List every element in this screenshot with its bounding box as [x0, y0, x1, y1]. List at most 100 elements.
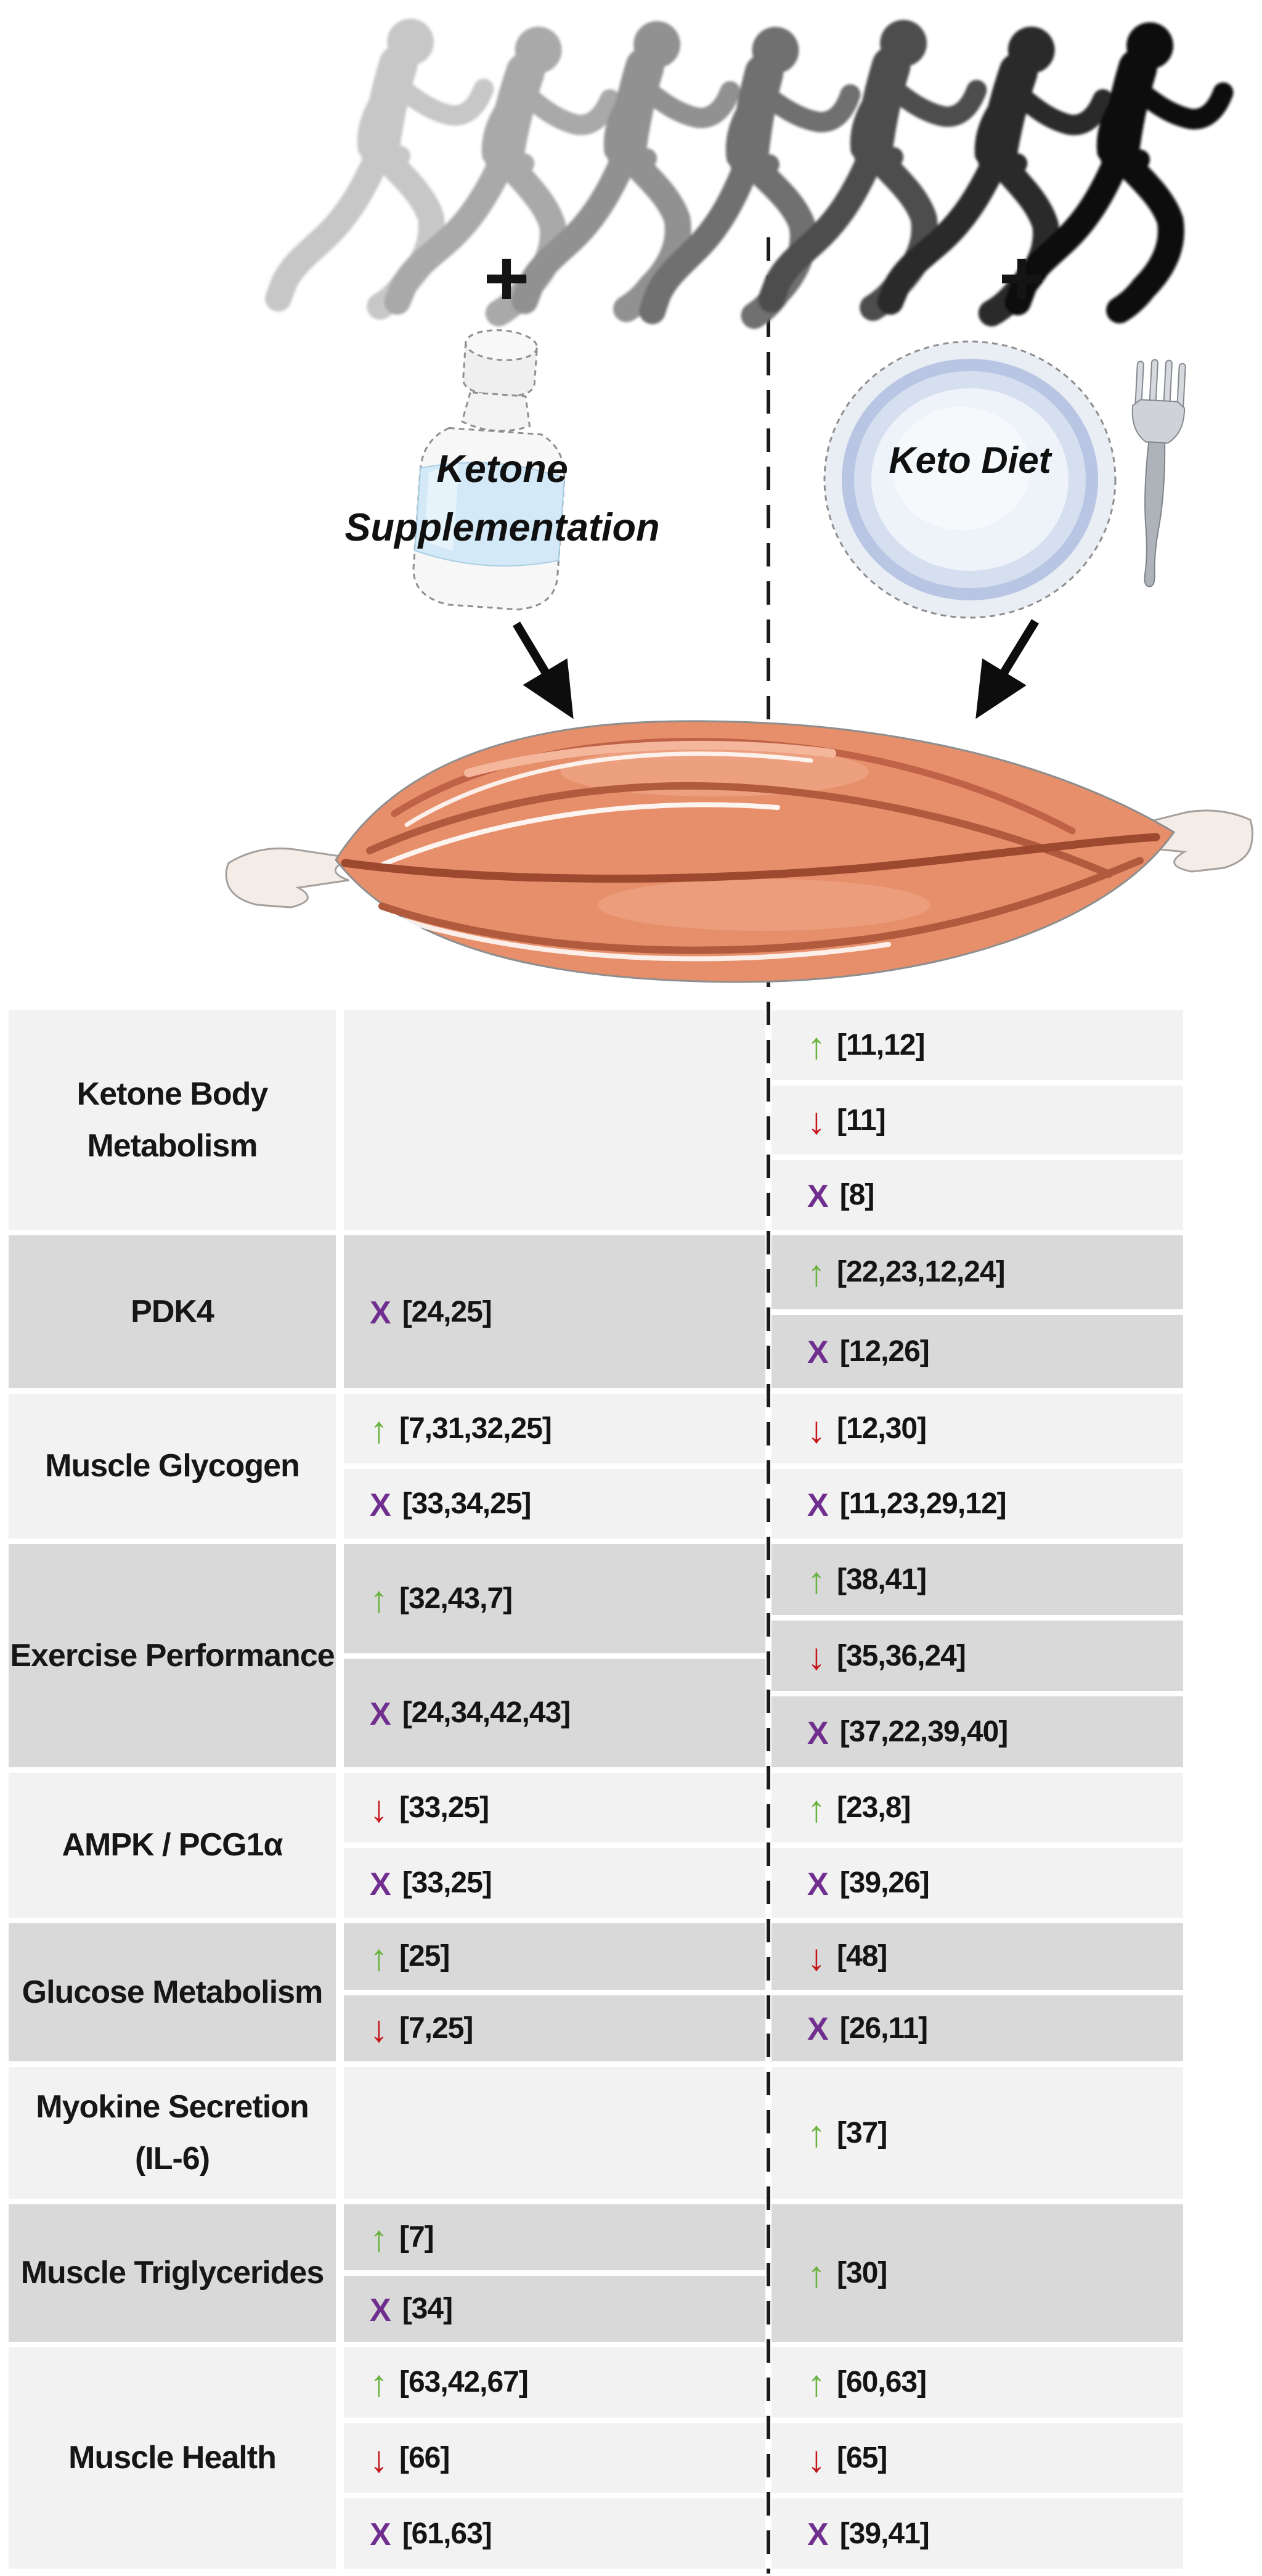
citation-refs: [32,43,7]	[399, 1582, 513, 1615]
entry-cell: ↓[12,30]	[771, 1394, 1183, 1463]
runners-silhouettes	[279, 18, 1223, 319]
entry-cell: ↑[60,63]	[771, 2347, 1183, 2418]
entry-cell: X[39,41]	[771, 2498, 1183, 2569]
x-mark-icon: X	[807, 1178, 829, 1214]
category-cell: Myokine Secretion (IL-6)	[9, 2067, 336, 2199]
up-arrow-icon: ↑	[807, 1788, 826, 1830]
keto-diet-column: ↑ [23,8] X[39,26]	[771, 1773, 1183, 1918]
entry-cell: ↑ [25]	[344, 1923, 765, 1990]
ketone-supplementation-column: ↓[33,25] X [33,25]	[344, 1773, 765, 1918]
x-mark-icon: X	[807, 1487, 829, 1523]
citation-refs: [7]	[399, 2221, 434, 2254]
arrow-left-icon	[512, 621, 574, 719]
keto-diet-column: ↓ [48] X[26,11]	[771, 1923, 1183, 2061]
category-cell: PDK4	[9, 1235, 336, 1388]
citation-refs: [61,63]	[402, 2517, 492, 2550]
citation-refs: [12,26]	[839, 1335, 930, 1368]
citation-refs: [66]	[399, 2442, 450, 2474]
citation-refs: [11,12]	[837, 1028, 925, 1061]
ketone-supplementation-column: ↑[63,42,67]↓[66]X[61,63]	[344, 2347, 765, 2569]
ketone-supplementation-column	[344, 2067, 765, 2199]
citation-refs: [37,22,39,40]	[839, 1715, 1009, 1749]
ketone-supplementation-column: ↑[7,31,32,25]X[33,34,25]	[344, 1394, 765, 1539]
ketone-supplementation-column	[344, 1010, 765, 1230]
up-arrow-icon: ↑	[807, 1025, 826, 1067]
down-arrow-icon: ↓	[807, 2438, 826, 2480]
table-row: Exercise Performance↑[32,43,7]X[24,34,42…	[9, 1544, 1183, 1768]
entry-cell: ↓[33,25]	[344, 1773, 765, 1842]
down-arrow-icon: ↓	[370, 2008, 388, 2050]
citation-refs: [63,42,67]	[399, 2366, 529, 2399]
plus-sign-right: +	[998, 234, 1045, 322]
muscle-icon	[225, 720, 1253, 983]
entry-cell: ↓ [35,36,24]	[771, 1620, 1183, 1691]
up-arrow-icon: ↑	[807, 2253, 826, 2295]
keto-diet-column: ↑[30]	[771, 2204, 1183, 2342]
citation-refs: [25]	[399, 1940, 450, 1973]
category-cell: Ketone Body Metabolism	[9, 1010, 336, 1230]
keto-diet-column: ↓[12,30]X[11,23,29,12]	[771, 1394, 1183, 1539]
entry-cell: X [8]	[771, 1160, 1183, 1230]
entry-cell: X[11,23,29,12]	[771, 1469, 1183, 1539]
citation-refs: [48]	[837, 1940, 887, 1973]
ketone-supplementation-column: ↑ [7] X [34]	[344, 2204, 765, 2342]
entry-cell: ↑[38,41]	[771, 1544, 1183, 1615]
citation-refs: [33,34,25]	[402, 1487, 532, 1520]
citation-refs: [39,26]	[839, 1867, 930, 1899]
down-arrow-icon: ↓	[807, 1636, 826, 1677]
up-arrow-icon: ↑	[370, 1409, 388, 1450]
citation-refs: [8]	[839, 1179, 875, 1212]
results-table: Ketone Body Metabolism ↑ [11,12] ↓[11] X [8] P…	[9, 1010, 1183, 2574]
entry-cell: ↑ [7]	[344, 2204, 765, 2270]
citation-refs: [33,25]	[399, 1791, 489, 1824]
category-cell: Exercise Performance	[9, 1544, 336, 1767]
table-row: Muscle Health↑[63,42,67]↓[66]X[61,63]↑[6…	[9, 2347, 1183, 2569]
down-arrow-icon: ↓	[807, 1936, 826, 1978]
down-arrow-icon: ↓	[807, 1100, 826, 1142]
category-cell: Muscle Glycogen	[9, 1394, 336, 1539]
entry-cell: ↑[22,23,12,24]	[771, 1235, 1183, 1309]
citation-refs: [35,36,24]	[837, 1639, 966, 1672]
x-mark-icon: X	[370, 1866, 391, 1902]
citation-refs: [33,25]	[402, 1867, 492, 1899]
citation-refs: [38,41]	[837, 1563, 927, 1596]
category-cell: Muscle Health	[9, 2347, 336, 2569]
citation-refs: [23,8]	[837, 1791, 911, 1824]
entry-cell: ↓[66]	[344, 2423, 765, 2493]
citation-refs: [24,25]	[402, 1295, 492, 1328]
citation-refs: [26,11]	[839, 2011, 928, 2045]
entry-cell: X [34]	[344, 2276, 765, 2342]
citation-refs: [7,31,32,25]	[399, 1412, 552, 1445]
entry-cell: ↓[11]	[771, 1085, 1183, 1155]
entry-cell: X[26,11]	[771, 1995, 1183, 2061]
entry-cell: X [37,22,39,40]	[771, 1696, 1183, 1768]
citation-refs: [37]	[837, 2116, 887, 2149]
entry-cell: ↑ [7,31,32,25]	[344, 1394, 765, 1463]
entry-cell: X [33,25]	[344, 1848, 765, 1918]
ketone-supplementation-column: ↑[32,43,7]X[24,34,42,43]	[344, 1544, 765, 1767]
table-row: AMPK / PCG1α↓[33,25] X [33,25] ↑ [23,8] X[39,…	[9, 1773, 1183, 1918]
category-cell: Glucose Metabolism	[9, 1923, 336, 2061]
flow-arrows	[512, 619, 1039, 719]
up-arrow-icon: ↑	[370, 1936, 388, 1978]
up-arrow-icon: ↑	[807, 2113, 826, 2154]
keto-diet-column: ↑[60,63]↓[65]X[39,41]	[771, 2347, 1183, 2569]
arrow-right-icon	[975, 619, 1039, 719]
bottle-label: Ketone Supplementation	[344, 448, 660, 549]
citation-refs: [24,34,42,43]	[402, 1696, 571, 1730]
entry-cell: X[39,26]	[771, 1848, 1183, 1918]
citation-refs: [12,30]	[837, 1412, 927, 1445]
entry-cell: ↑[30]	[771, 2204, 1183, 2342]
entry-cell: ↑ [37]	[771, 2067, 1183, 2199]
category-cell: AMPK / PCG1α	[9, 1773, 336, 1918]
table-row: Muscle Glycogen ↑ [7,31,32,25] X [33,34,25] ↓…	[9, 1394, 1183, 1539]
x-mark-icon: X	[807, 1715, 829, 1751]
up-arrow-icon: ↑	[370, 2217, 388, 2259]
entry-cell: ↓[7,25]	[344, 1995, 765, 2061]
citation-refs: [34]	[402, 2292, 453, 2325]
citation-refs: [39,41]	[839, 2517, 930, 2550]
plate-label: Keto Diet	[889, 440, 1051, 481]
entry-cell: X[24,34,42,43]	[344, 1658, 765, 1767]
x-mark-icon: X	[370, 2292, 391, 2328]
